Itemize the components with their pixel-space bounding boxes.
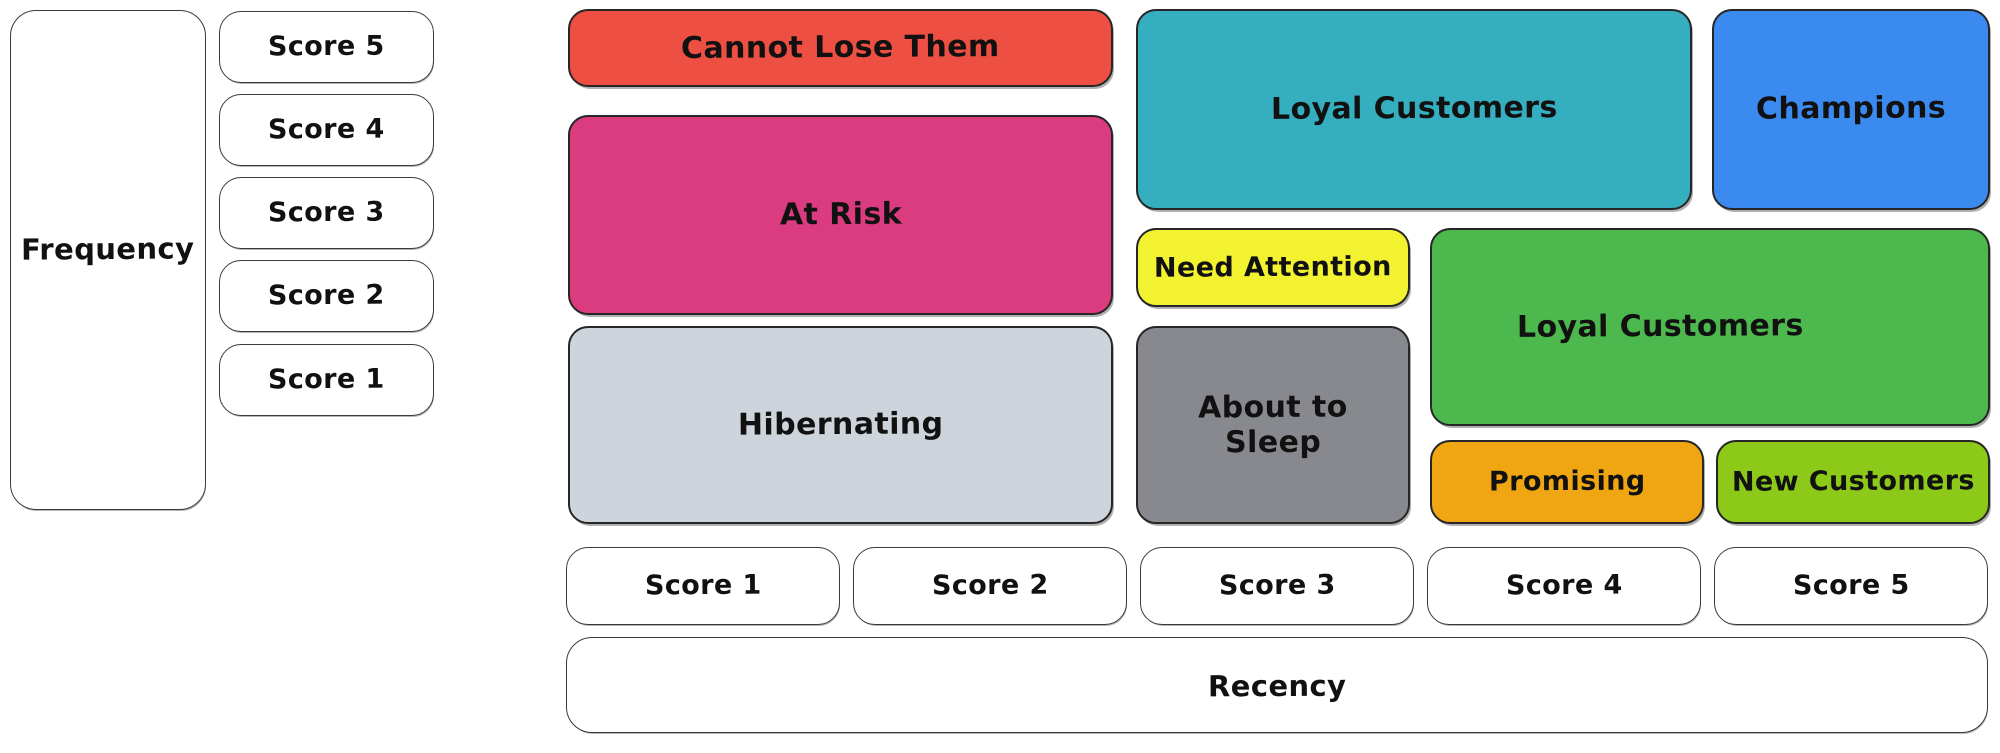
frequency-score-4[interactable]: Score 4 xyxy=(219,94,434,166)
frequency-axis-label: Frequency xyxy=(21,231,195,267)
segment-promising[interactable]: Promising xyxy=(1430,440,1704,524)
segment-need-attention[interactable]: Need Attention xyxy=(1136,228,1410,307)
recency-axis-label: Recency xyxy=(1207,668,1347,704)
frequency-score-5[interactable]: Score 5 xyxy=(219,11,434,83)
frequency-score-3[interactable]: Score 3 xyxy=(219,177,434,249)
segment-champions[interactable]: Champions xyxy=(1712,9,1990,210)
segment-cannot-lose-them[interactable]: Cannot Lose Them xyxy=(568,9,1113,87)
segment-loyal-customers-teal[interactable]: Loyal Customers xyxy=(1136,9,1692,210)
segment-new-customers[interactable]: New Customers xyxy=(1716,440,1990,524)
recency-score-2[interactable]: Score 2 xyxy=(853,547,1127,625)
recency-axis-label-box: Recency xyxy=(566,637,1988,733)
recency-score-3[interactable]: Score 3 xyxy=(1140,547,1414,625)
frequency-score-2[interactable]: Score 2 xyxy=(219,260,434,332)
recency-score-1[interactable]: Score 1 xyxy=(566,547,840,625)
frequency-score-1[interactable]: Score 1 xyxy=(219,344,434,416)
segment-hibernating[interactable]: Hibernating xyxy=(568,326,1113,524)
recency-score-4[interactable]: Score 4 xyxy=(1427,547,1701,625)
segment-at-risk[interactable]: At Risk xyxy=(568,115,1113,315)
segment-about-to-sleep[interactable]: About to Sleep xyxy=(1136,326,1410,524)
recency-score-5[interactable]: Score 5 xyxy=(1714,547,1988,625)
segment-loyal-customers-green[interactable]: Loyal Customers xyxy=(1430,228,1990,426)
frequency-axis-label-box: Frequency xyxy=(10,10,206,510)
